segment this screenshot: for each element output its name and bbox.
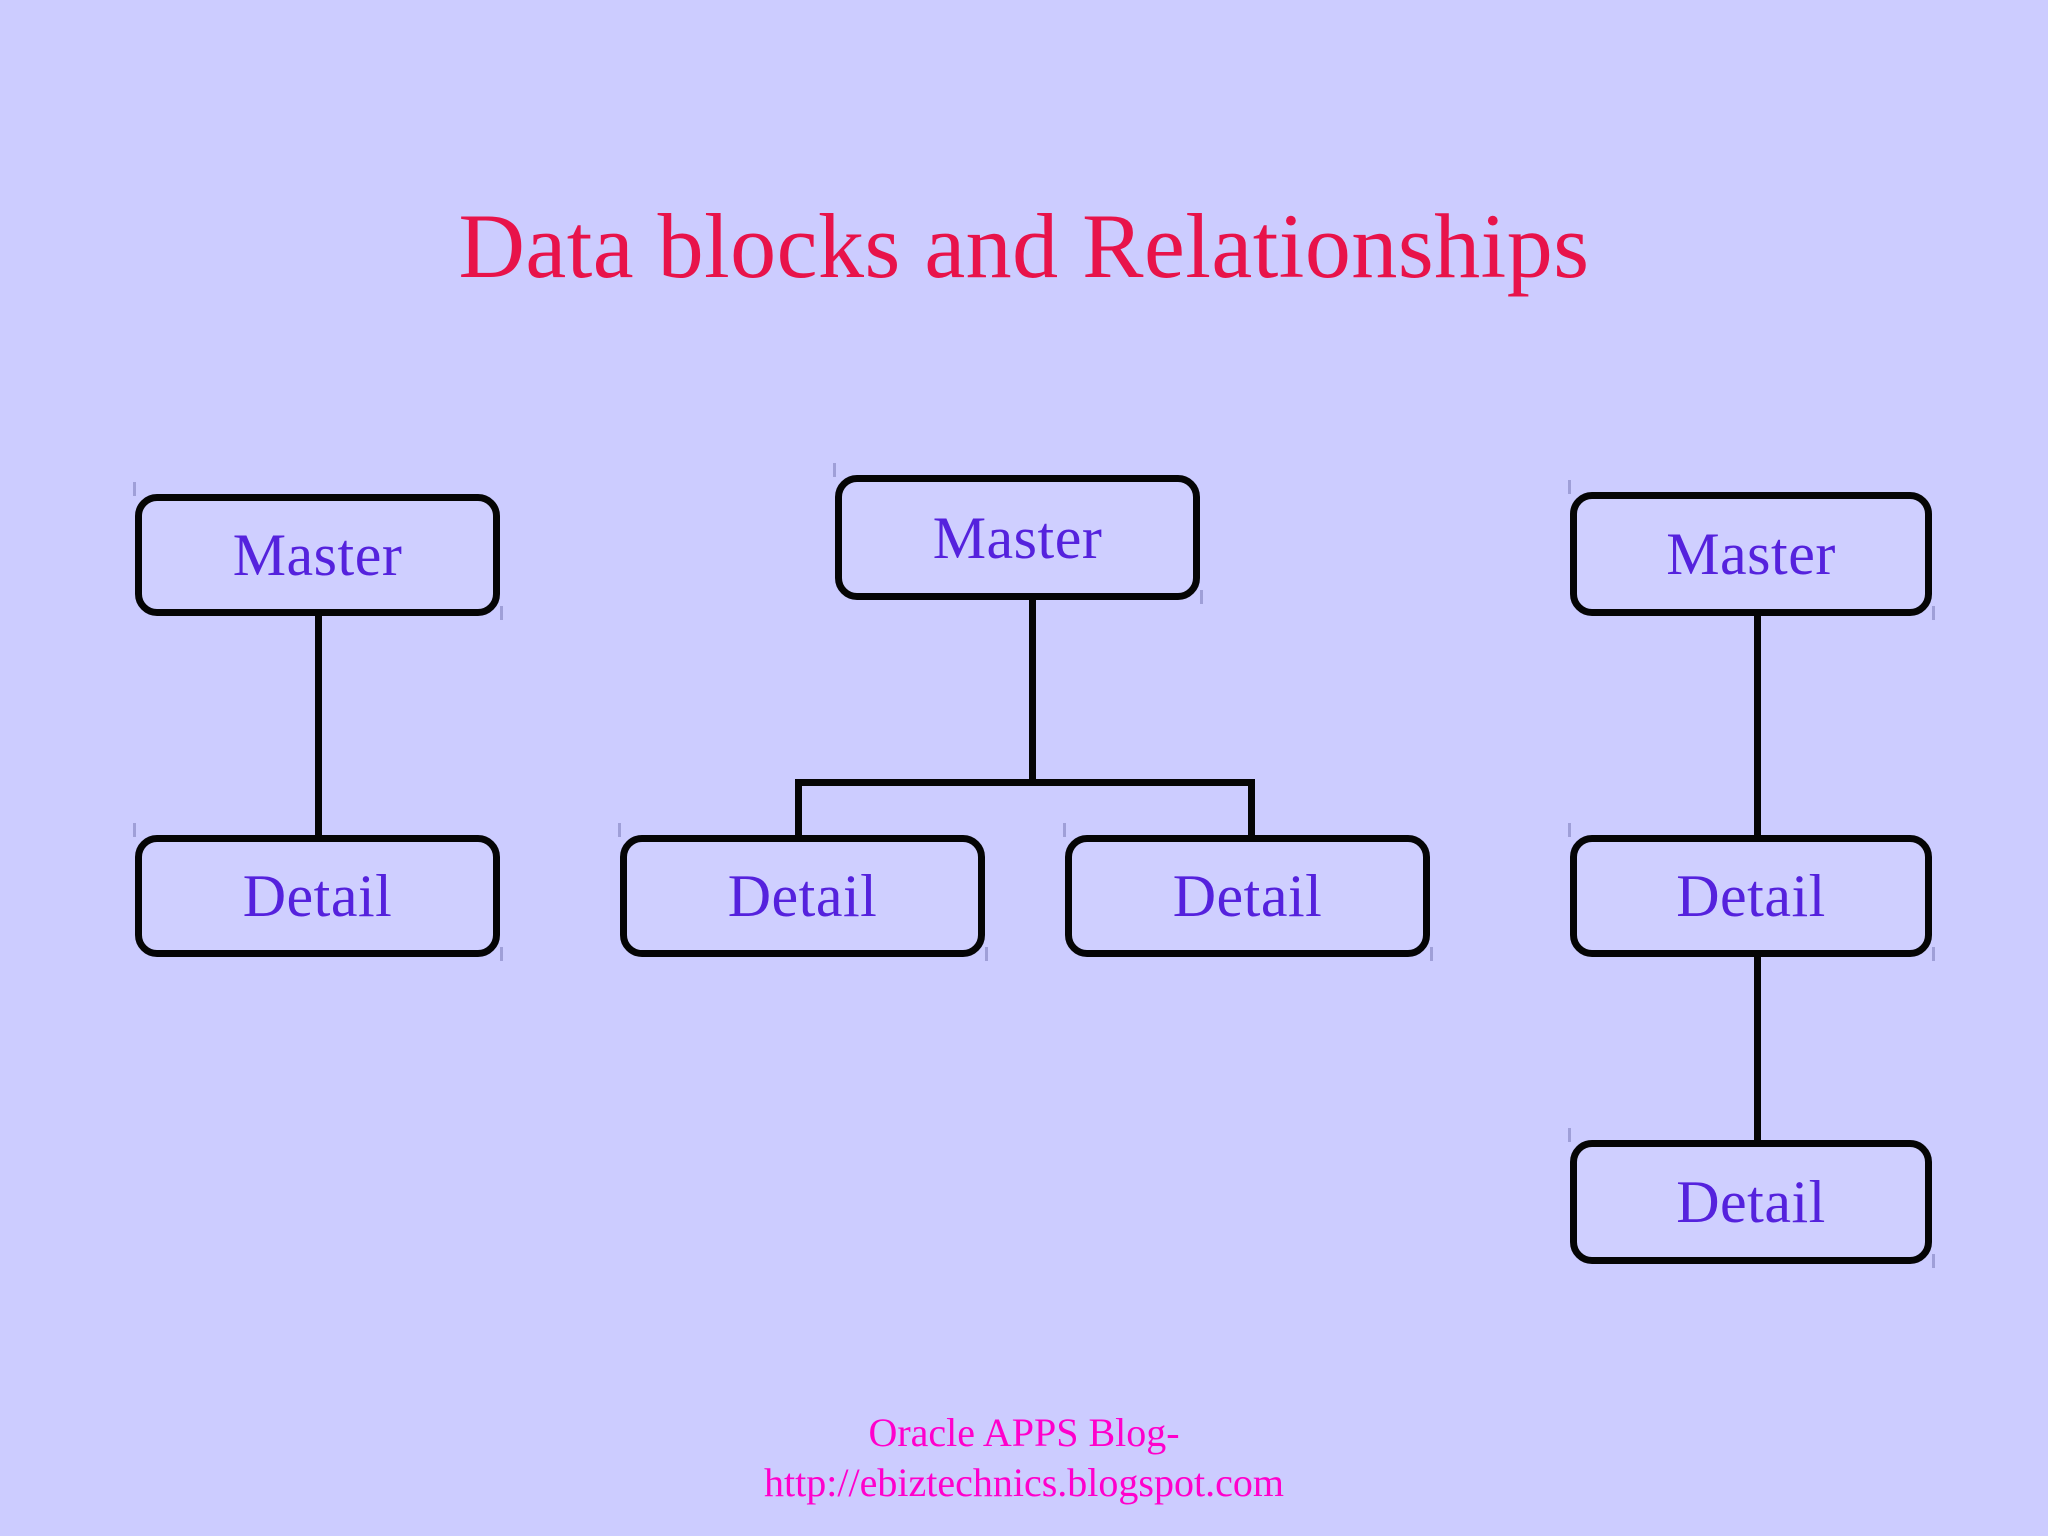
connector-g3-detail-to-detail <box>1754 953 1761 1143</box>
selection-handle <box>1932 606 1935 620</box>
footer-credit: Oracle APPS Blog- http://ebiztechnics.bl… <box>0 1408 2048 1508</box>
node-label: Master <box>932 504 1103 571</box>
connector-g2-master-trunk <box>1029 596 1036 786</box>
node-label: Master <box>1666 521 1836 587</box>
selection-handle <box>133 823 136 837</box>
node-g1-detail[interactable]: Detail <box>135 835 500 957</box>
node-g1-master[interactable]: Master <box>135 494 500 616</box>
selection-handle <box>1568 1128 1571 1142</box>
node-g2-master[interactable]: Master <box>835 475 1200 600</box>
selection-handle <box>985 947 988 961</box>
selection-handle <box>1568 480 1571 494</box>
node-g3-detail-bottom[interactable]: Detail <box>1570 1140 1932 1264</box>
connector-g2-branch-right <box>1248 779 1255 839</box>
node-g3-master[interactable]: Master <box>1570 492 1932 616</box>
node-g3-detail-mid[interactable]: Detail <box>1570 835 1932 957</box>
connector-g2-horizontal-bar <box>795 779 1255 786</box>
connector-g2-branch-left <box>795 779 802 839</box>
connector-g3-master-to-detail <box>1754 612 1761 838</box>
node-g2-detail-left[interactable]: Detail <box>620 835 985 957</box>
selection-handle <box>1200 590 1203 604</box>
node-label: Detail <box>1676 863 1826 929</box>
connector-g1-master-to-detail <box>315 612 322 838</box>
footer-blog-name: Oracle APPS Blog- <box>868 1410 1180 1455</box>
selection-handle <box>500 947 503 961</box>
selection-handle <box>833 463 836 477</box>
node-label: Detail <box>1172 863 1323 929</box>
selection-handle <box>1932 1254 1935 1268</box>
node-g2-detail-right[interactable]: Detail <box>1065 835 1430 957</box>
node-label: Detail <box>242 863 393 929</box>
selection-handle <box>618 823 621 837</box>
node-label: Detail <box>727 863 878 929</box>
selection-handle <box>133 482 136 496</box>
selection-handle <box>1063 823 1066 837</box>
selection-handle <box>1430 947 1433 961</box>
selection-handle <box>1568 823 1571 837</box>
page-title: Data blocks and Relationships <box>458 195 1590 297</box>
selection-handle <box>1932 947 1935 961</box>
node-label: Master <box>232 522 403 588</box>
selection-handle <box>500 606 503 620</box>
footer-blog-url: http://ebiztechnics.blogspot.com <box>764 1460 1284 1505</box>
node-label: Detail <box>1676 1169 1826 1235</box>
